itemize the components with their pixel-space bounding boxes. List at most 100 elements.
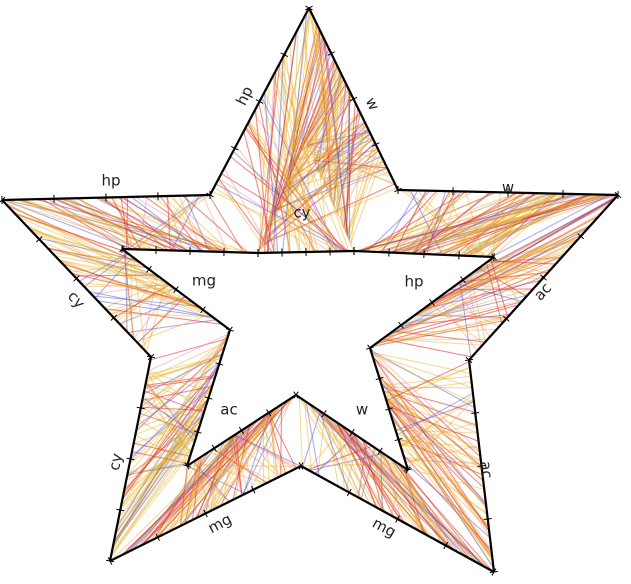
polyline-4-54 — [407, 467, 485, 490]
polyline-6-70 — [111, 425, 249, 561]
outer-axis-3-tick-0 — [614, 191, 622, 199]
polyline-9-59 — [22, 198, 165, 251]
polyline-1-41 — [350, 157, 383, 244]
outer-axis-label-4: ac — [477, 460, 497, 479]
polyline-4-51 — [389, 410, 494, 569]
polyline-7-13 — [110, 424, 201, 556]
polyline-9-1 — [166, 195, 184, 251]
polyline-6-81 — [186, 455, 205, 524]
polyline-8-26 — [3, 201, 202, 309]
polyline-2-42 — [471, 192, 542, 257]
polyline-6-38 — [268, 412, 297, 469]
polyline-1-42 — [324, 167, 388, 188]
polyline-6-55 — [242, 401, 287, 496]
polyline-4-22 — [372, 355, 487, 507]
polyline-7-27 — [126, 415, 204, 479]
polyline-8-59 — [59, 260, 175, 290]
polyline-7-70 — [117, 415, 204, 524]
polyline-9-0 — [208, 194, 245, 253]
outer-axis-7-tick-2 — [126, 457, 135, 461]
polyline-2-43 — [396, 190, 439, 254]
polyline-8-30 — [88, 290, 214, 318]
polyline-5-73 — [388, 456, 449, 548]
polyline-0-39 — [287, 8, 310, 179]
outer-axis-0-tick-3 — [280, 52, 289, 58]
polyline-9-47 — [110, 197, 142, 250]
polyline-10-20 — [261, 97, 339, 252]
polyline-9-26 — [151, 195, 228, 253]
polyline-2-51 — [461, 193, 598, 257]
polyline-7-36 — [119, 426, 200, 510]
polyline-8-23 — [94, 256, 134, 299]
polyline-3-20 — [372, 254, 564, 347]
polyline-1-25 — [325, 161, 385, 189]
polyline-1-4 — [322, 132, 371, 184]
inner-axis-2-tick-0 — [491, 253, 497, 261]
polyline-3-28 — [371, 319, 505, 348]
polyline-3-37 — [418, 195, 618, 313]
polyline-4-38 — [400, 446, 488, 516]
polyline-6-68 — [212, 440, 227, 511]
polyline-4-33 — [384, 395, 492, 551]
polyline-7-56 — [147, 371, 190, 460]
polyline-5-28 — [349, 431, 377, 508]
polyline-7-62 — [113, 409, 206, 543]
polyline-5-48 — [311, 405, 438, 542]
inner-axis-6-tick-0 — [183, 464, 191, 468]
polyline-7-10 — [130, 384, 213, 458]
polyline-7-68 — [147, 355, 222, 376]
polyline-1-48 — [325, 130, 370, 190]
polyline-2-6 — [486, 193, 557, 258]
polyline-5-3 — [390, 458, 470, 559]
polyline-5-31 — [324, 413, 487, 568]
outer-axis-4-tick-4 — [464, 359, 474, 361]
polyline-4-69 — [403, 455, 488, 515]
outer-axis-4-tick-2 — [477, 465, 486, 467]
polyline-6-16 — [138, 447, 216, 548]
polyline-5-26 — [380, 451, 384, 511]
polyline-4-17 — [407, 399, 475, 469]
polyline-5-74 — [307, 445, 373, 471]
polyline-4-64 — [395, 401, 475, 431]
polyline-3-24 — [469, 274, 486, 343]
outer-axis-6-tick-2 — [203, 509, 208, 518]
polyline-10-19 — [235, 145, 317, 253]
polyline-5-42 — [323, 413, 371, 505]
inner-axis-7-tick-2 — [173, 285, 179, 294]
polyline-9-7 — [16, 199, 141, 251]
polyline-6-49 — [141, 418, 261, 546]
polyline-4-21 — [385, 398, 485, 489]
polyline-7-67 — [111, 445, 194, 551]
polyline-4-12 — [383, 381, 472, 393]
polyline-8-44 — [83, 253, 129, 288]
polyline-5-17 — [360, 447, 376, 500]
polyline-3-23 — [470, 225, 591, 275]
polyline-5-76 — [315, 407, 468, 558]
polyline-1-22 — [308, 150, 392, 178]
polyline-10-38 — [258, 83, 270, 254]
polyline-3-11 — [383, 301, 522, 339]
polyline-0-1 — [299, 123, 366, 151]
polyline-6-85 — [242, 411, 272, 495]
polyline-1-53 — [316, 121, 366, 169]
polyline-7-37 — [147, 371, 205, 413]
polyline-0-51 — [278, 123, 367, 203]
polyline-0-40 — [262, 71, 341, 241]
polyline-6-32 — [178, 398, 290, 528]
polyline-4-62 — [380, 381, 487, 505]
polyline-2-13 — [420, 193, 597, 255]
polyline-6-61 — [222, 434, 236, 506]
polyline-1-8 — [306, 130, 370, 147]
polyline-6-86 — [184, 456, 202, 524]
polyline-0-20 — [300, 79, 345, 149]
polyline-3-50 — [382, 338, 472, 358]
polyline-6-30 — [199, 430, 242, 517]
polyline-4-50 — [378, 376, 482, 468]
polyline-9-32 — [95, 197, 202, 252]
outer-axis-label-7: cy — [105, 452, 126, 473]
polyline-9-8 — [169, 195, 231, 253]
polyline-3-35 — [390, 328, 497, 334]
polyline-10-40 — [279, 61, 334, 252]
polyline-1-26 — [306, 74, 343, 147]
polyline-0-41 — [303, 141, 391, 175]
